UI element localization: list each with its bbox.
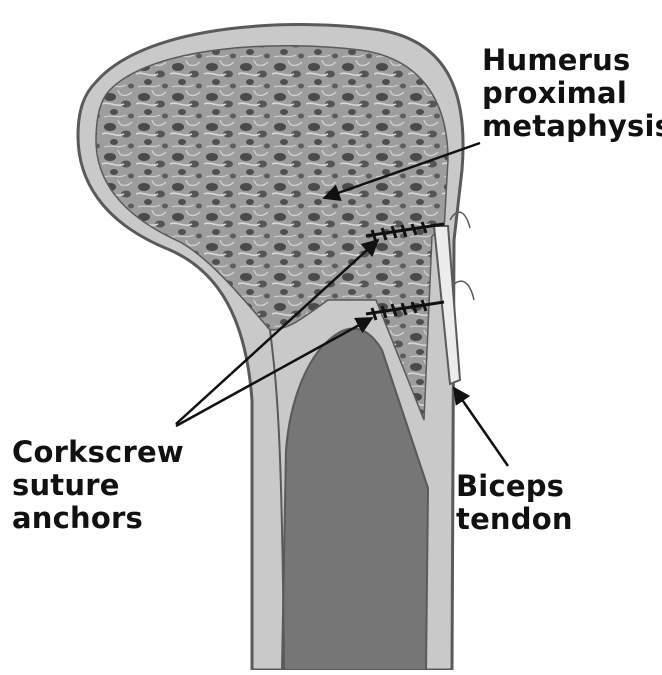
label-anchors-line-1: Corkscrew [12, 436, 184, 469]
label-humerus-line-2: proximal [482, 77, 662, 110]
label-biceps-line-2: tendon [456, 503, 573, 536]
arrow-biceps [454, 388, 508, 466]
label-humerus-proximal-metaphysis: Humerus proximal metaphysis [482, 44, 662, 143]
label-biceps-line-1: Biceps [456, 470, 573, 503]
label-anchors-line-3: anchors [12, 502, 184, 535]
label-corkscrew-suture-anchors: Corkscrew suture anchors [12, 436, 184, 535]
label-anchors-line-2: suture [12, 469, 184, 502]
label-biceps-tendon: Biceps tendon [456, 470, 573, 536]
label-humerus-line-1: Humerus [482, 44, 662, 77]
label-humerus-line-3: metaphysis [482, 110, 662, 143]
